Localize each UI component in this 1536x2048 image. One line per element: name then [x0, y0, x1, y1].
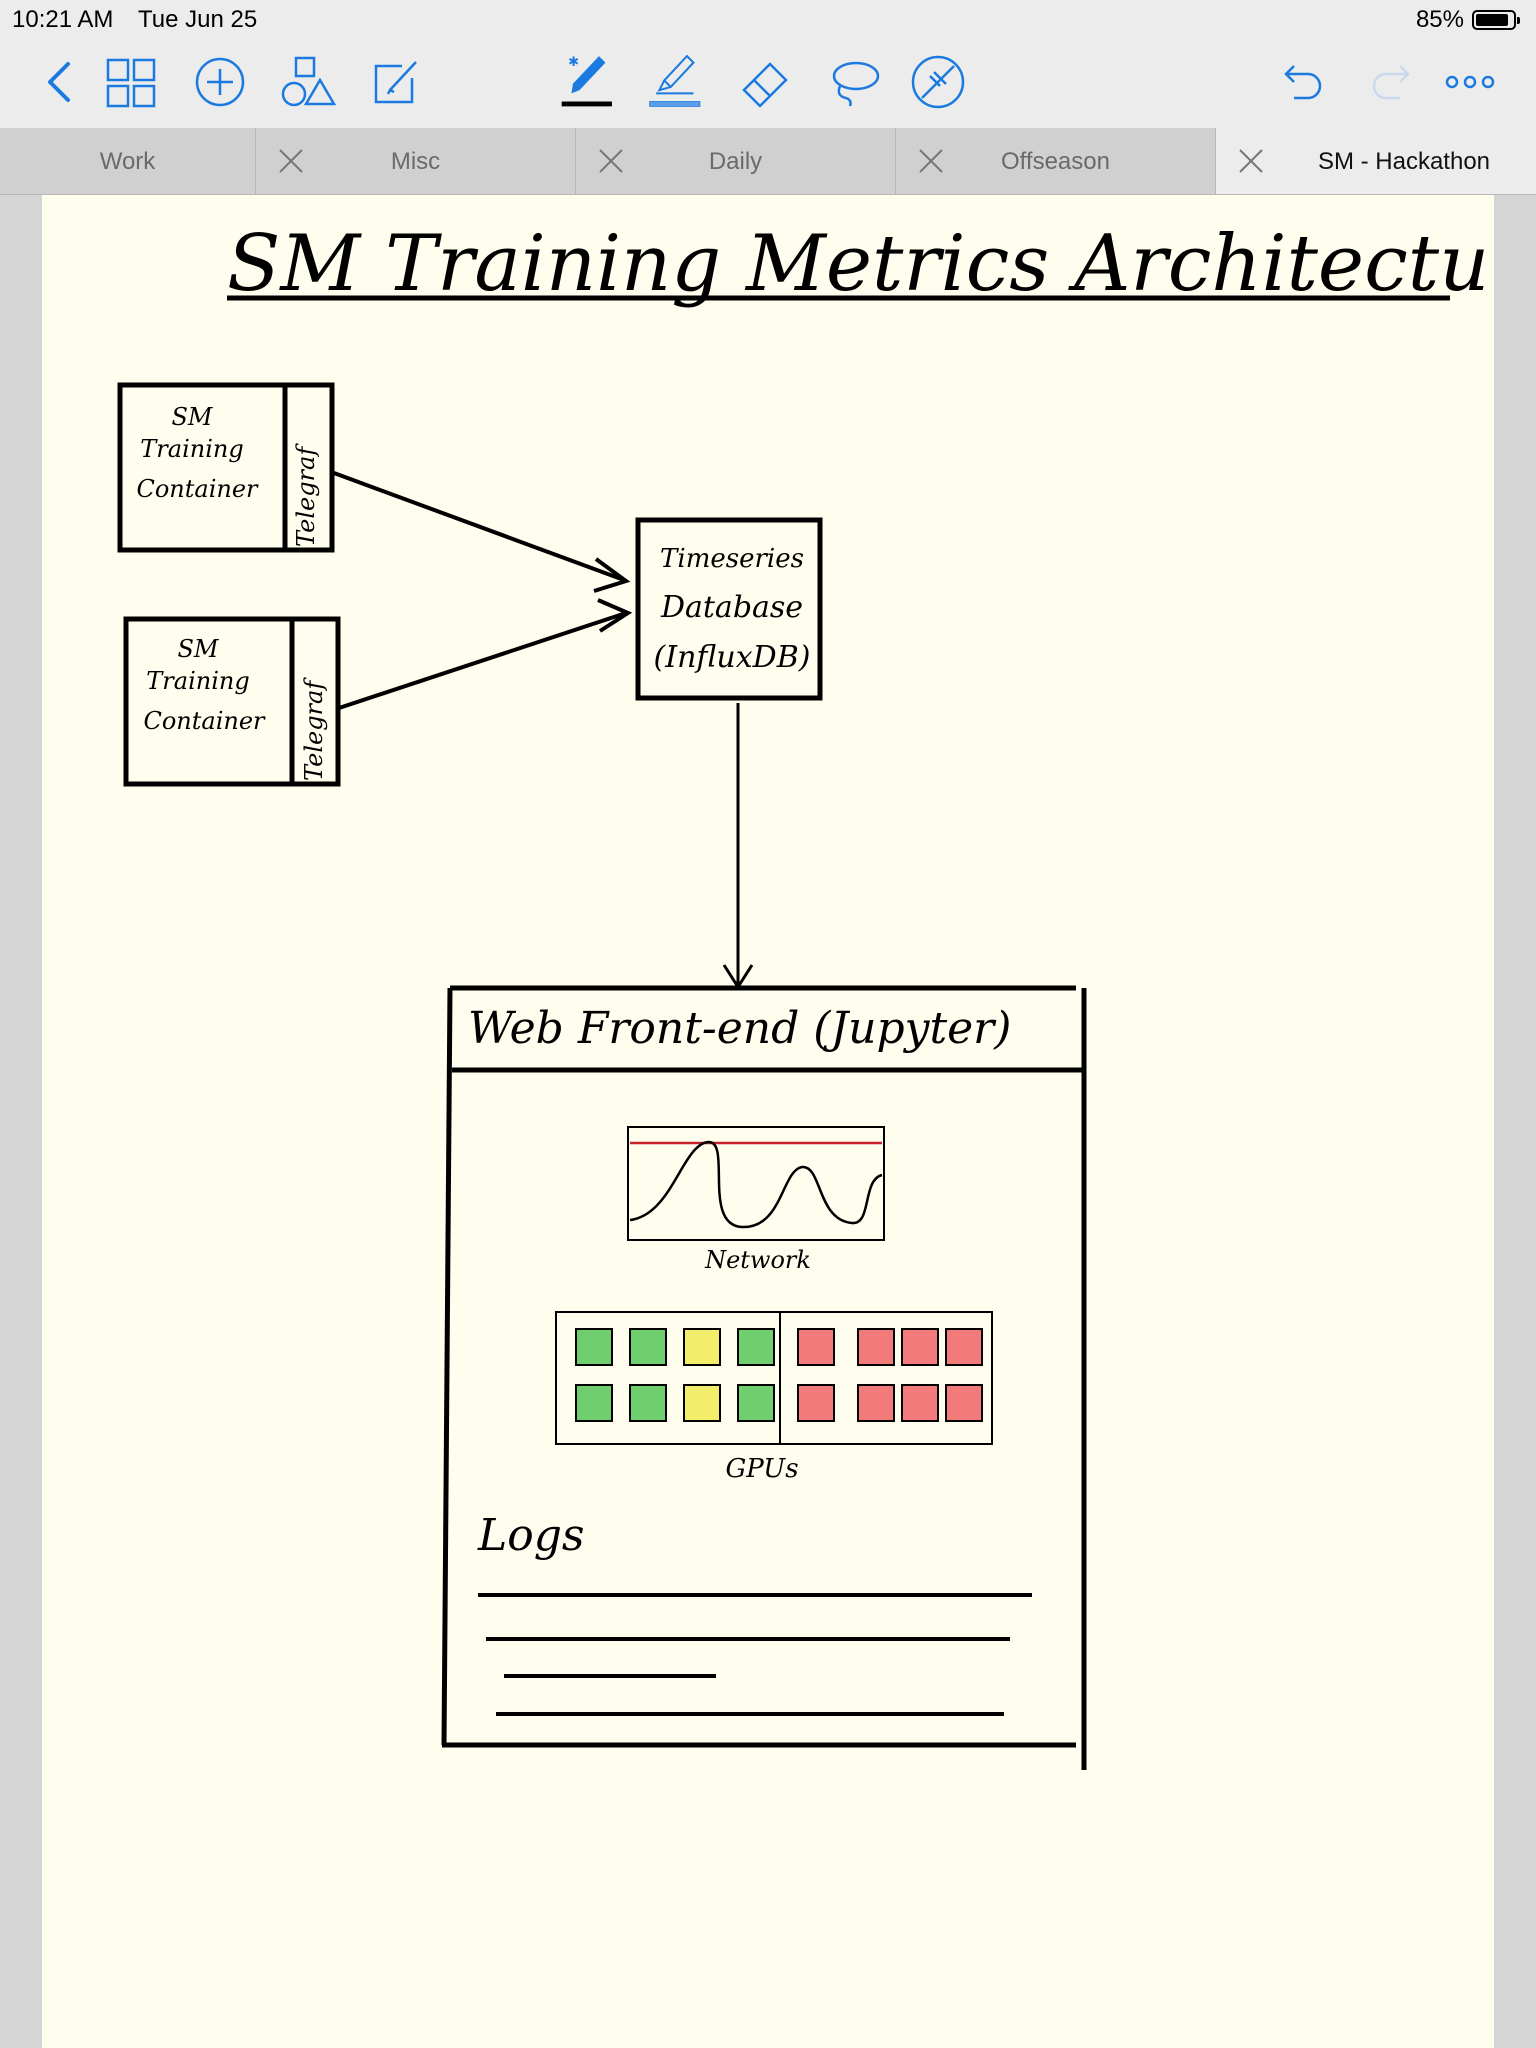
gpu-cell-green: [737, 1328, 775, 1366]
gpu-cell-green: [575, 1328, 613, 1366]
grid-view-icon[interactable]: [100, 52, 160, 112]
tab-sm-hackathon[interactable]: SM - Hackathon: [1216, 128, 1536, 194]
tab-label: Offseason: [1001, 148, 1110, 175]
container-1-line1: SM: [171, 403, 213, 431]
tab-offseason[interactable]: Offseason: [896, 128, 1216, 194]
status-time: 10:21 AM: [12, 6, 114, 33]
gpu-cell-red: [901, 1384, 939, 1422]
status-bar: 10:21 AM Tue Jun 25 85%: [0, 0, 1536, 40]
highlighter-icon[interactable]: [644, 48, 704, 122]
undo-icon[interactable]: [1272, 52, 1332, 112]
gpus-label: GPUs: [725, 1454, 798, 1484]
web-frontend-frame: Web Front-end (Jupyter): [441, 985, 1087, 1770]
gpu-cell-red: [945, 1328, 983, 1366]
more-icon[interactable]: [1440, 52, 1500, 112]
logs-label: Logs: [477, 1510, 584, 1561]
gpu-cell-yellow: [683, 1328, 721, 1366]
gpu-cell-red: [857, 1328, 895, 1366]
arrow-db-to-frontend: [722, 703, 754, 990]
gpu-cell-green: [629, 1384, 667, 1422]
db-line3: (InfluxDB): [654, 640, 811, 675]
add-circle-icon[interactable]: [190, 52, 250, 112]
eraser-icon[interactable]: [734, 52, 794, 112]
battery-icon: [1472, 10, 1520, 30]
db-line1: Timeseries: [660, 544, 804, 574]
note-title: SM Training Metrics Architecture: [227, 219, 1494, 309]
close-icon[interactable]: [916, 146, 946, 176]
tab-bar: Work Misc Daily Offseason SM - Hackathon: [0, 128, 1536, 195]
redo-icon[interactable]: [1362, 52, 1422, 112]
gpu-cell-green: [737, 1384, 775, 1422]
db-line2: Database: [660, 590, 803, 625]
timeseries-database: Timeseries Database (InfluxDB): [635, 517, 823, 701]
gpu-cell-red: [857, 1384, 895, 1422]
training-container-1: SM Training Container Telegraf: [117, 382, 335, 553]
gpu-cell-yellow: [683, 1384, 721, 1422]
tab-label: SM - Hackathon: [1317, 148, 1491, 175]
training-container-2: SM Training Container Telegraf: [123, 616, 341, 787]
svg-text:✱: ✱: [568, 55, 579, 70]
network-chart: Network: [627, 1126, 885, 1274]
status-date: Tue Jun 25: [138, 6, 258, 33]
disable-touch-icon[interactable]: [908, 52, 968, 112]
container-2-line3: Container: [143, 707, 266, 735]
arrow-container-1-to-db: [333, 471, 631, 593]
close-icon[interactable]: [276, 146, 306, 176]
tab-daily[interactable]: Daily: [576, 128, 896, 194]
pen-icon[interactable]: ✱: [556, 48, 616, 122]
close-icon[interactable]: [596, 146, 626, 176]
frontend-header: Web Front-end (Jupyter): [468, 1003, 1011, 1054]
compose-icon[interactable]: [366, 52, 426, 112]
tab-work[interactable]: Work: [0, 128, 256, 194]
network-label: Network: [704, 1246, 811, 1274]
telegraf-label-1: Telegraf: [292, 443, 320, 547]
gpu-cell-red: [901, 1328, 939, 1366]
toolbar: ✱: [0, 40, 1536, 128]
arrow-container-2-to-db: [335, 598, 633, 711]
lasso-icon[interactable]: [824, 52, 884, 112]
container-2-line2: Training: [146, 667, 249, 695]
gpu-cell-red: [945, 1384, 983, 1422]
container-2-line1: SM: [177, 635, 219, 663]
gpu-cell-red: [797, 1328, 835, 1366]
back-chevron-icon[interactable]: [30, 52, 90, 112]
gpu-cell-red: [797, 1384, 835, 1422]
tab-label: Work: [99, 148, 156, 175]
tab-label: Daily: [708, 148, 763, 175]
gpu-cell-green: [629, 1328, 667, 1366]
note-canvas[interactable]: SM Training Metrics Architecture SM Trai…: [0, 195, 1536, 2048]
architecture-sketch: SM Training Metrics Architecture SM Trai…: [117, 219, 1494, 1770]
container-1-line2: Training: [140, 435, 243, 463]
tab-label: Misc: [390, 148, 441, 175]
note-page[interactable]: SM Training Metrics Architecture SM Trai…: [42, 195, 1494, 2048]
telegraf-label-2: Telegraf: [300, 677, 328, 781]
tab-misc[interactable]: Misc: [256, 128, 576, 194]
logs-section: Logs: [477, 1510, 1032, 1716]
gpu-cell-green: [575, 1384, 613, 1422]
battery-percent: 85%: [1415, 6, 1464, 33]
gpu-grid: GPUs: [555, 1311, 993, 1484]
container-1-line3: Container: [136, 475, 259, 503]
shapes-icon[interactable]: [278, 52, 338, 112]
close-icon[interactable]: [1236, 146, 1266, 176]
